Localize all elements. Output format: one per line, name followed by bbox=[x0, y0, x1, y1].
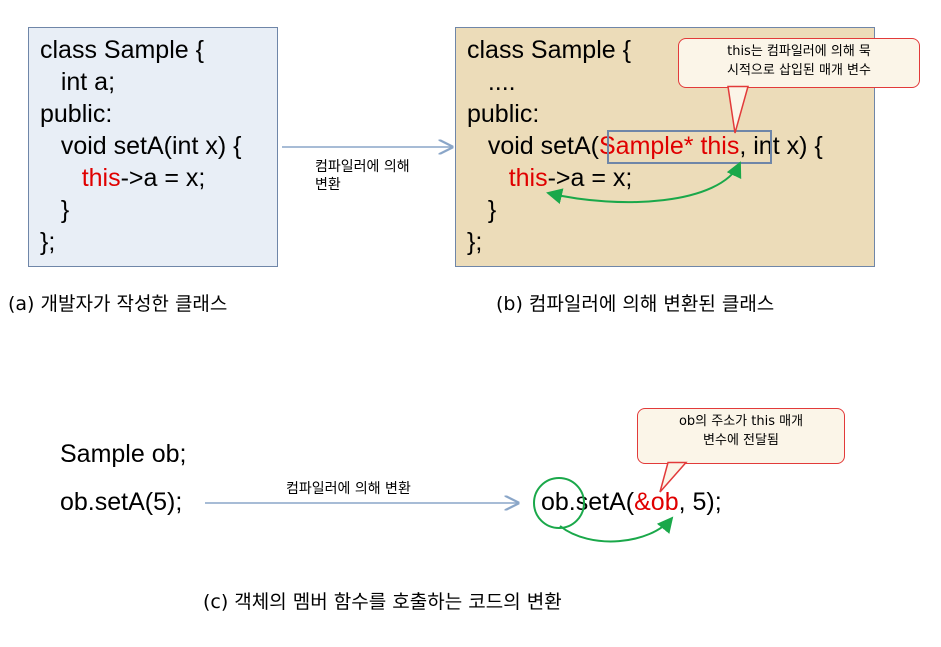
ob-circle bbox=[533, 477, 585, 529]
address-of-ob: &ob bbox=[634, 488, 679, 516]
arrow-c-label: 컴파일러에 의해 변환 bbox=[286, 481, 411, 497]
code-b-line4: void setA(Sample* this, int x) { bbox=[467, 132, 823, 160]
param-highlight-box bbox=[607, 130, 772, 164]
callout-this-line1: this는 컴파일러에 의해 묵 bbox=[727, 44, 871, 59]
ob-link-arrow bbox=[559, 516, 674, 543]
this-keyword-b: this bbox=[508, 164, 548, 192]
assign-rest-a: ->a = x; bbox=[120, 164, 206, 192]
code-box-original bbox=[28, 27, 278, 267]
code-a-line2: int a; bbox=[40, 68, 116, 96]
code-b-line7: }; bbox=[467, 228, 483, 256]
code-b-line6: } bbox=[467, 196, 497, 224]
code-a-line1: class Sample { bbox=[40, 36, 204, 64]
code-a-line6: } bbox=[40, 196, 70, 224]
callout-this-param: this는 컴파일러에 의해 묵 시적으로 삽입된 매개 변수 bbox=[678, 38, 920, 88]
arrow-ab-label-line1: 컴파일러에 의해 bbox=[315, 159, 410, 175]
callout-this-tail bbox=[727, 85, 749, 134]
code-a-line3: public: bbox=[40, 100, 113, 128]
callout-address-tail bbox=[659, 461, 688, 493]
caption-c: (c) 객체의 멤버 함수를 호출하는 코드의 변환 bbox=[203, 591, 562, 613]
callout-address: ob의 주소가 this 매개 변수에 전달됨 bbox=[637, 408, 845, 464]
callout-address-line1: ob의 주소가 this 매개 bbox=[678, 414, 804, 429]
caption-b: (b) 컴파일러에 의해 변환된 클래스 bbox=[496, 293, 775, 315]
this-keyword-a: this bbox=[81, 164, 121, 192]
this-link-arrow bbox=[546, 161, 742, 204]
callout-address-line2: 변수에 전달됨 bbox=[703, 433, 779, 448]
code-b-line2: .... bbox=[467, 68, 516, 96]
arrow-ab-label-line2: 변환 bbox=[315, 177, 341, 193]
code-c-converted: ob.setA(&ob, 5); bbox=[541, 488, 722, 516]
code-c-call: ob.setA(5); bbox=[60, 488, 183, 516]
this-param: Sample* this bbox=[599, 132, 740, 160]
code-c-decl: Sample ob; bbox=[60, 440, 187, 468]
code-b-line3: public: bbox=[467, 100, 540, 128]
callout-this-line2: 시적으로 삽입된 매개 변수 bbox=[727, 63, 871, 78]
code-a-line5: this->a = x; bbox=[40, 162, 206, 194]
caption-a: (a) 개발자가 작성한 클래스 bbox=[8, 293, 228, 315]
code-a-line7: }; bbox=[40, 228, 56, 256]
code-b-line1: class Sample { bbox=[467, 36, 631, 64]
code-a-line4: void setA(int x) { bbox=[40, 132, 242, 160]
